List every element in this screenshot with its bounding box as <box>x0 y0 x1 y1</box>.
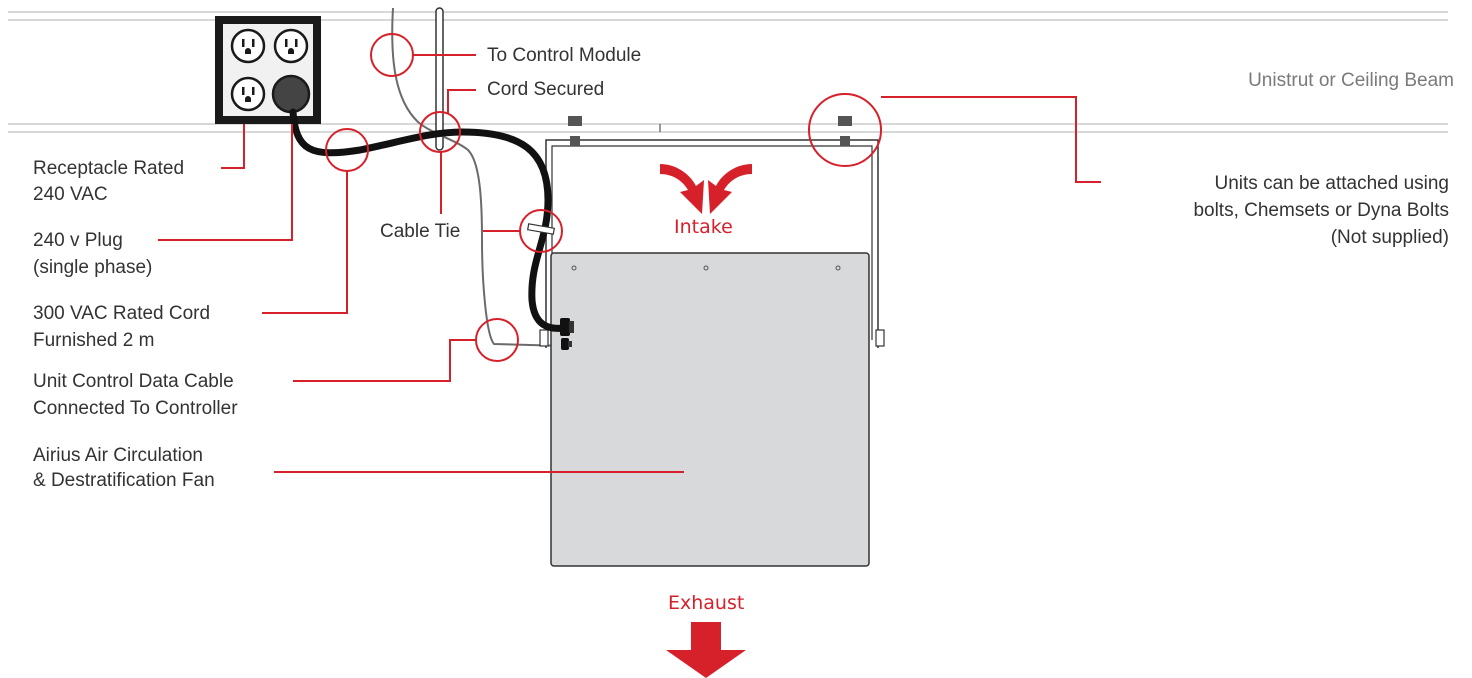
label-fan-line2: & Destratification Fan <box>33 470 215 491</box>
label-intake: Intake <box>674 216 733 238</box>
label-mount-line3: (Not supplied) <box>1330 227 1449 248</box>
label-mount-line2: bolts, Chemsets or Dyna Bolts <box>1193 200 1449 221</box>
label-mount-line1: Units can be attached using <box>1214 173 1450 194</box>
data-cable <box>391 7 567 347</box>
fan-connectors <box>560 318 574 350</box>
label-data-cable-line2: Connected To Controller <box>33 398 238 419</box>
label-plug-line1: 240 v Plug <box>33 230 123 251</box>
label-cord-line1: 300 VAC Rated Cord <box>33 303 211 324</box>
power-cord <box>289 108 568 332</box>
label-cable-tie: Cable Tie <box>380 221 461 242</box>
label-to-control-module: To Control Module <box>487 45 642 66</box>
cable-tie-mark <box>526 223 556 235</box>
label-fan-line1: Airius Air Circulation <box>33 445 203 466</box>
double-curved-arrow-down-icon <box>660 164 752 214</box>
label-exhaust: Exhaust <box>668 592 745 614</box>
arrow-down-icon <box>666 622 746 678</box>
label-ceiling-beam: Unistrut or Ceiling Beam <box>1248 70 1454 91</box>
label-cord-line2: Furnished 2 m <box>33 330 155 351</box>
label-data-cable-line1: Unit Control Data Cable <box>33 371 234 392</box>
callout-leaders <box>158 54 1101 473</box>
label-cord-secured: Cord Secured <box>487 79 605 100</box>
fan-hanger-frame <box>539 116 885 348</box>
fan-panel <box>550 252 870 567</box>
label-receptacle-line1: Receptacle Rated <box>33 158 185 179</box>
label-receptacle-line2: 240 VAC <box>33 184 108 205</box>
power-outlet-icon <box>215 16 321 124</box>
label-plug-line2: (single phase) <box>33 257 153 278</box>
hanger-rod <box>435 7 444 151</box>
